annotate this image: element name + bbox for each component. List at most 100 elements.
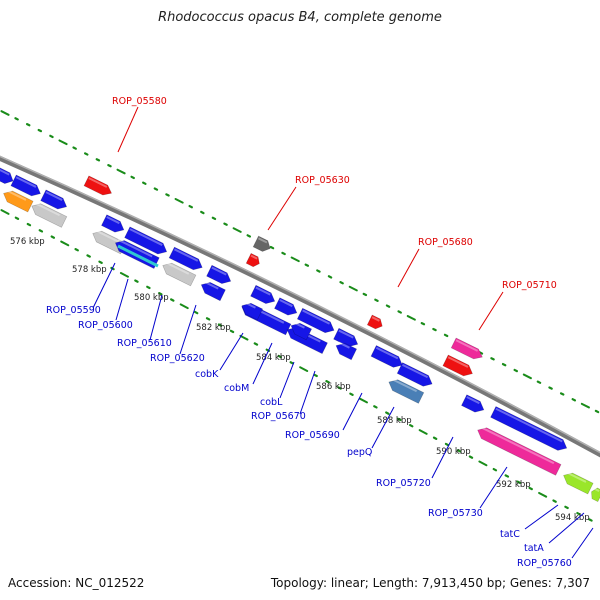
tick-mark bbox=[408, 423, 414, 428]
tick-mark bbox=[349, 392, 354, 396]
inner-label-leader bbox=[548, 512, 585, 544]
inner-label-leader bbox=[371, 406, 395, 449]
tick-mark bbox=[548, 386, 553, 390]
gene-20 bbox=[200, 280, 226, 302]
gene-shine bbox=[34, 201, 61, 217]
gene-7 bbox=[250, 284, 276, 304]
gene-5 bbox=[168, 246, 203, 271]
gene-shine bbox=[258, 237, 268, 244]
gene-cyan-strip bbox=[117, 244, 159, 268]
gene-body bbox=[442, 354, 473, 377]
tick-mark bbox=[200, 210, 205, 215]
gene-shine bbox=[244, 301, 256, 309]
inner-gene-label: ROP_05670 bbox=[251, 411, 306, 422]
gene-shine bbox=[495, 407, 563, 443]
tick-mark bbox=[594, 409, 600, 414]
accession-text: Accession: NC_012522 bbox=[8, 576, 145, 590]
tick-mark bbox=[130, 175, 135, 180]
tick-mark bbox=[107, 163, 112, 168]
inner-label-leader bbox=[571, 527, 594, 559]
tick-mark bbox=[490, 357, 495, 361]
tick-mark bbox=[504, 474, 510, 478]
gene-25 bbox=[335, 341, 358, 361]
inner-gene-label: cobK bbox=[195, 369, 219, 380]
kbp-label: 580 kbp bbox=[134, 293, 169, 303]
gene-body bbox=[396, 362, 433, 387]
tick-mark bbox=[501, 362, 507, 367]
tick-mark bbox=[289, 361, 294, 365]
gene-body bbox=[461, 394, 485, 413]
gene-body bbox=[241, 302, 264, 321]
tick-mark bbox=[83, 152, 89, 156]
kbp-label: 588 kbp bbox=[377, 416, 412, 426]
gene-shine bbox=[203, 280, 219, 290]
tick-mark bbox=[217, 323, 223, 327]
tick-mark bbox=[211, 216, 217, 221]
kbp-label: 590 kbp bbox=[436, 447, 471, 457]
gene-body bbox=[162, 262, 197, 287]
gene-body bbox=[101, 214, 125, 233]
tick-mark bbox=[522, 373, 532, 380]
gene-28 bbox=[563, 471, 594, 495]
tick-mark bbox=[418, 429, 428, 435]
inner-label-leader bbox=[115, 278, 129, 321]
tick-mark bbox=[358, 397, 368, 404]
gene-body bbox=[370, 345, 403, 368]
tick-mark bbox=[406, 315, 416, 321]
gene-body bbox=[490, 406, 568, 451]
tick-mark bbox=[325, 379, 330, 384]
tick-mark bbox=[478, 460, 488, 467]
tick-mark bbox=[290, 256, 300, 263]
gene-body bbox=[0, 167, 14, 184]
gene-29 bbox=[591, 487, 600, 502]
gene-shine bbox=[94, 229, 120, 243]
gene-31 bbox=[252, 235, 271, 252]
gene-12 bbox=[396, 362, 433, 387]
gene-shine bbox=[0, 168, 10, 176]
tick-mark bbox=[516, 480, 522, 484]
tick-mark bbox=[229, 329, 235, 334]
kbp-label: 594 kbp bbox=[555, 513, 590, 523]
gene-body bbox=[591, 487, 600, 502]
gene-shine bbox=[455, 339, 479, 352]
tick-mark bbox=[153, 187, 159, 191]
inner-gene-label: ROP_05620 bbox=[150, 353, 205, 364]
inner-label-leader bbox=[252, 342, 273, 385]
tick-mark bbox=[95, 158, 101, 162]
gene-15 bbox=[3, 189, 34, 213]
tick-mark bbox=[142, 181, 147, 185]
gene-body bbox=[3, 190, 34, 213]
genome-backbone bbox=[0, 155, 600, 458]
tick-mark bbox=[348, 285, 358, 292]
tick-mark bbox=[158, 292, 163, 296]
tick-mark bbox=[50, 235, 56, 239]
tick-mark bbox=[513, 368, 519, 373]
gene-body bbox=[168, 246, 203, 271]
inner-label-leader bbox=[92, 262, 116, 309]
gene-shine bbox=[479, 426, 555, 465]
gene-shine bbox=[250, 254, 258, 260]
gene-shine bbox=[106, 216, 120, 225]
gene-1 bbox=[10, 174, 41, 197]
tick-mark bbox=[74, 248, 79, 252]
tick-mark bbox=[253, 342, 259, 346]
tick-mark bbox=[327, 275, 333, 279]
tick-mark bbox=[98, 260, 103, 264]
gene-body bbox=[274, 297, 298, 316]
gene-shine bbox=[279, 299, 293, 308]
tick-mark bbox=[559, 392, 565, 396]
tick-mark bbox=[223, 222, 228, 226]
inner-tick-track bbox=[0, 209, 593, 522]
inner-gene-label: ROP_05590 bbox=[46, 305, 101, 316]
gene-shine bbox=[45, 191, 63, 201]
inner-label-leader bbox=[431, 436, 454, 479]
gene-body bbox=[92, 230, 127, 255]
gene-shine bbox=[565, 471, 587, 483]
tick-mark bbox=[580, 402, 590, 409]
gene-shine bbox=[593, 487, 600, 492]
tick-mark bbox=[444, 442, 450, 447]
gene-16 bbox=[31, 201, 68, 228]
gene-18 bbox=[162, 261, 197, 287]
tick-mark bbox=[146, 285, 151, 290]
